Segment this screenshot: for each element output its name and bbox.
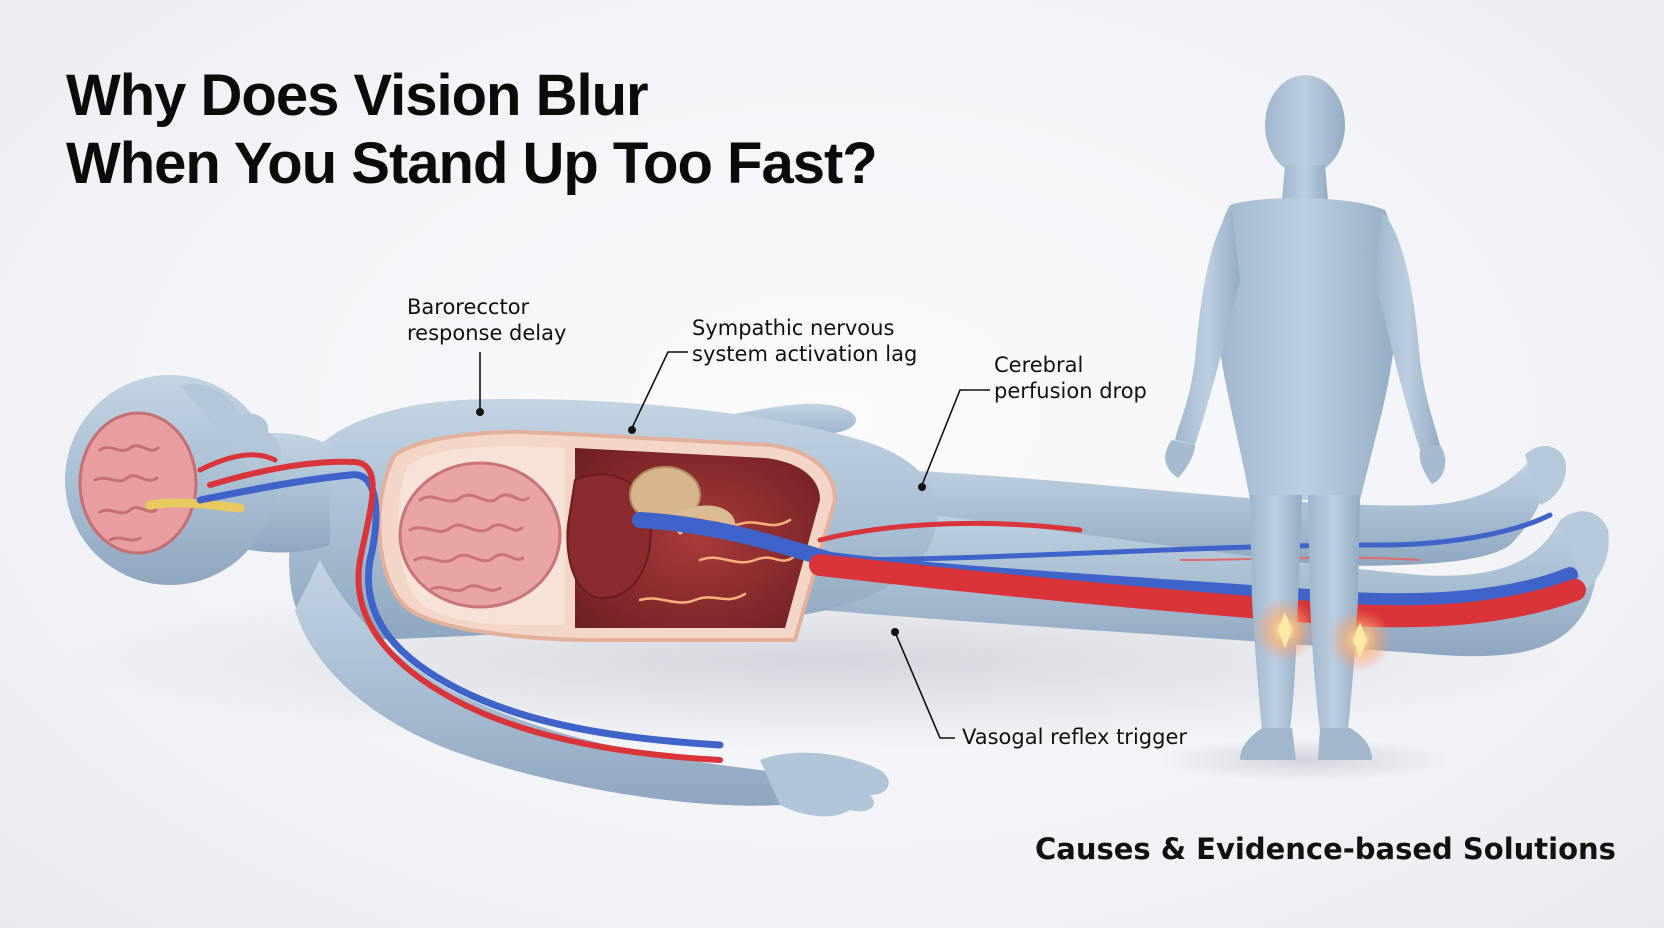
near-foot — [1560, 511, 1609, 590]
leader-sympathetic — [631, 351, 688, 429]
standing-left-hand — [1165, 440, 1195, 478]
title-line-1: Why Does Vision Blur — [66, 63, 649, 128]
label-baroreceptor-line-1: Barorecctor — [407, 295, 530, 319]
label-cerebral: Cerebral perfusion drop — [994, 352, 1147, 404]
head-brain-folds — [93, 444, 160, 542]
arm-vein — [196, 471, 724, 749]
leader-cerebral — [921, 389, 990, 486]
standing-right-arm — [1375, 212, 1440, 450]
standing-head — [1265, 75, 1345, 175]
chest-organ — [398, 461, 562, 609]
standing-right-hand — [1419, 445, 1446, 484]
standing-right-leg — [1308, 495, 1360, 730]
standing-right-foot — [1318, 728, 1372, 760]
standing-torso — [1214, 198, 1398, 500]
brainstem-nerve — [145, 498, 245, 513]
heart-organ — [566, 473, 652, 600]
dot-cerebral — [918, 483, 926, 491]
title-line-2: When You Stand Up Too Fast? — [66, 131, 878, 196]
dot-vasovagal — [891, 628, 899, 636]
label-baroreceptor-line-2: response delay — [407, 321, 567, 345]
label-sympathetic-line-1: Sympathic nervous — [692, 316, 895, 340]
standing-left-foot — [1240, 728, 1296, 760]
label-cerebral-line-2: perfusion drop — [994, 379, 1147, 403]
standing-figure — [1165, 75, 1446, 760]
page-title: Why Does Vision Blur When You Stand Up T… — [66, 62, 878, 198]
standing-shadow — [1155, 738, 1455, 782]
label-cerebral-line-1: Cerebral — [994, 353, 1084, 377]
nerve-lines — [638, 517, 797, 604]
left-knee-spark — [1278, 612, 1292, 648]
head-brain — [78, 411, 198, 555]
lying-figure — [65, 375, 1609, 817]
subtitle: Causes & Evidence-based Solutions — [1035, 832, 1616, 866]
label-sympathetic-line-2: system activation lag — [692, 342, 918, 366]
neck-artery — [197, 452, 278, 473]
chest-organ-folds — [408, 493, 530, 593]
arm-artery — [207, 458, 723, 763]
label-vasovagal: Vasogal reflex trigger — [962, 724, 1187, 750]
standing-neck — [1282, 165, 1328, 200]
far-foot — [1525, 445, 1566, 505]
label-vasovagal-line-1: Vasogal reflex trigger — [962, 725, 1187, 749]
dot-baroreceptor — [476, 408, 484, 416]
near-hand — [760, 752, 889, 817]
leader-vasovagal — [894, 631, 955, 739]
near-arm — [295, 560, 791, 806]
callout-dots — [476, 408, 926, 636]
standing-left-arm — [1175, 210, 1240, 445]
label-sympathetic: Sympathic nervous system activation lag — [692, 315, 917, 367]
callout-leaders — [479, 351, 990, 739]
leg-capillary — [1179, 556, 1421, 561]
right-knee-spark — [1353, 622, 1367, 658]
face-profile — [180, 384, 282, 470]
label-baroreceptor: Barorecctor response delay — [407, 294, 566, 346]
dot-sympathetic — [628, 426, 636, 434]
branch-artery — [817, 520, 1083, 543]
